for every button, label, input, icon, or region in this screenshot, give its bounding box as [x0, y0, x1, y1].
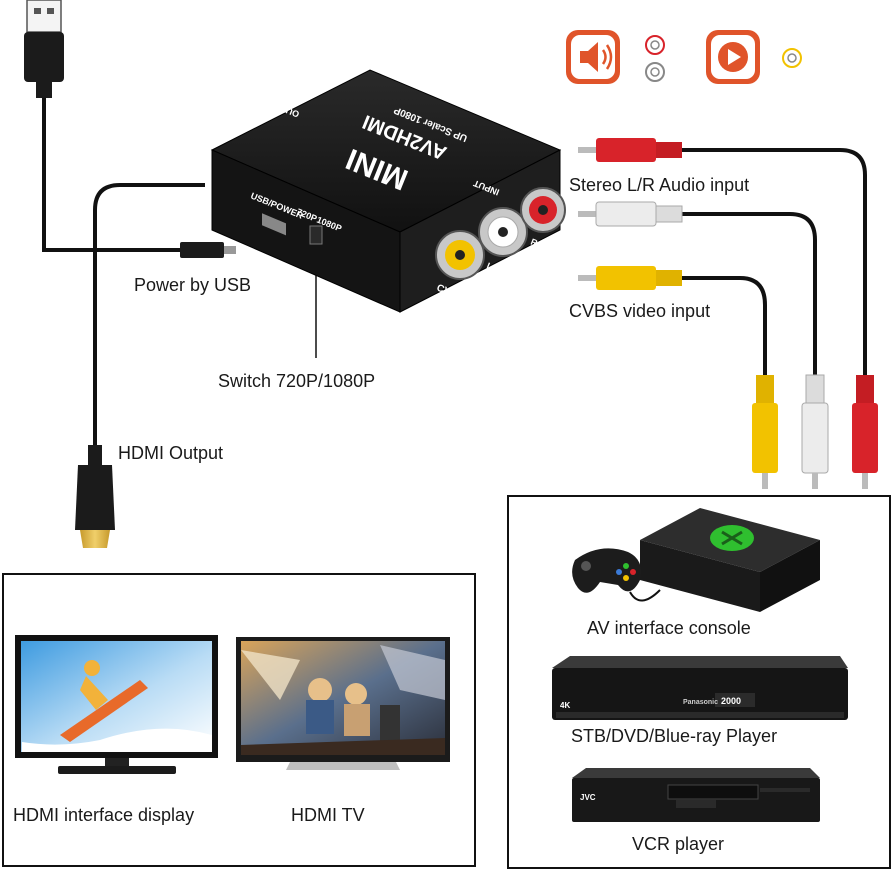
- rca-plug-red: [578, 138, 682, 162]
- console-label: AV interface console: [587, 618, 751, 638]
- play-icon: [706, 30, 760, 84]
- converter-r-label: R: [529, 237, 539, 249]
- rca-jack-left: [478, 207, 528, 257]
- usb-plug-icon: [24, 0, 64, 98]
- cvbs-video-input-label: CVBS video input: [569, 301, 711, 321]
- rca-plug-white-vertical: [801, 374, 829, 489]
- bluray-player-image: 4K Panasonic 2000: [552, 656, 848, 720]
- rca-plug-white: [578, 201, 683, 227]
- dvd-label: STB/DVD/Blue-ray Player: [571, 726, 778, 746]
- rca-ring-yellow-icon: [782, 48, 802, 68]
- hdmi-output-label: HDMI Output: [118, 443, 224, 463]
- rca-plug-red-vertical: [852, 375, 878, 489]
- rca-jack-right: [520, 187, 566, 233]
- rca-ring-icon: [645, 35, 665, 82]
- speaker-icon: [566, 30, 620, 84]
- bluray-badge: 4K: [560, 701, 570, 710]
- rca-plug-yellow: [578, 266, 682, 290]
- rca-plug-yellow-vertical: [752, 375, 778, 489]
- bluray-display: 2000: [721, 696, 741, 706]
- power-by-usb-label: Power by USB: [134, 275, 252, 295]
- vcr-label: VCR player: [632, 834, 725, 854]
- hdmi-display-label: HDMI interface display: [13, 805, 195, 825]
- converter-l-label: L: [485, 261, 494, 273]
- xbox-console-image: [572, 508, 820, 612]
- hdmi-monitor-image: [15, 635, 218, 774]
- bluray-brand: Panasonic: [683, 699, 718, 706]
- hdmi-tv-image: [236, 637, 450, 770]
- rca-jack-cvbs: [435, 230, 485, 280]
- vcr-brand: JVC: [580, 793, 596, 802]
- switch-resolution-label: Switch 720P/1080P: [218, 371, 376, 391]
- sources-box: [507, 495, 891, 869]
- displays-box: [2, 573, 476, 867]
- hdmi-tv-label: HDMI TV: [291, 805, 365, 825]
- hdmi-plug-icon: [75, 445, 115, 548]
- stereo-audio-input-label: Stereo L/R Audio input: [569, 175, 750, 195]
- vcr-player-image: JVC: [572, 768, 820, 822]
